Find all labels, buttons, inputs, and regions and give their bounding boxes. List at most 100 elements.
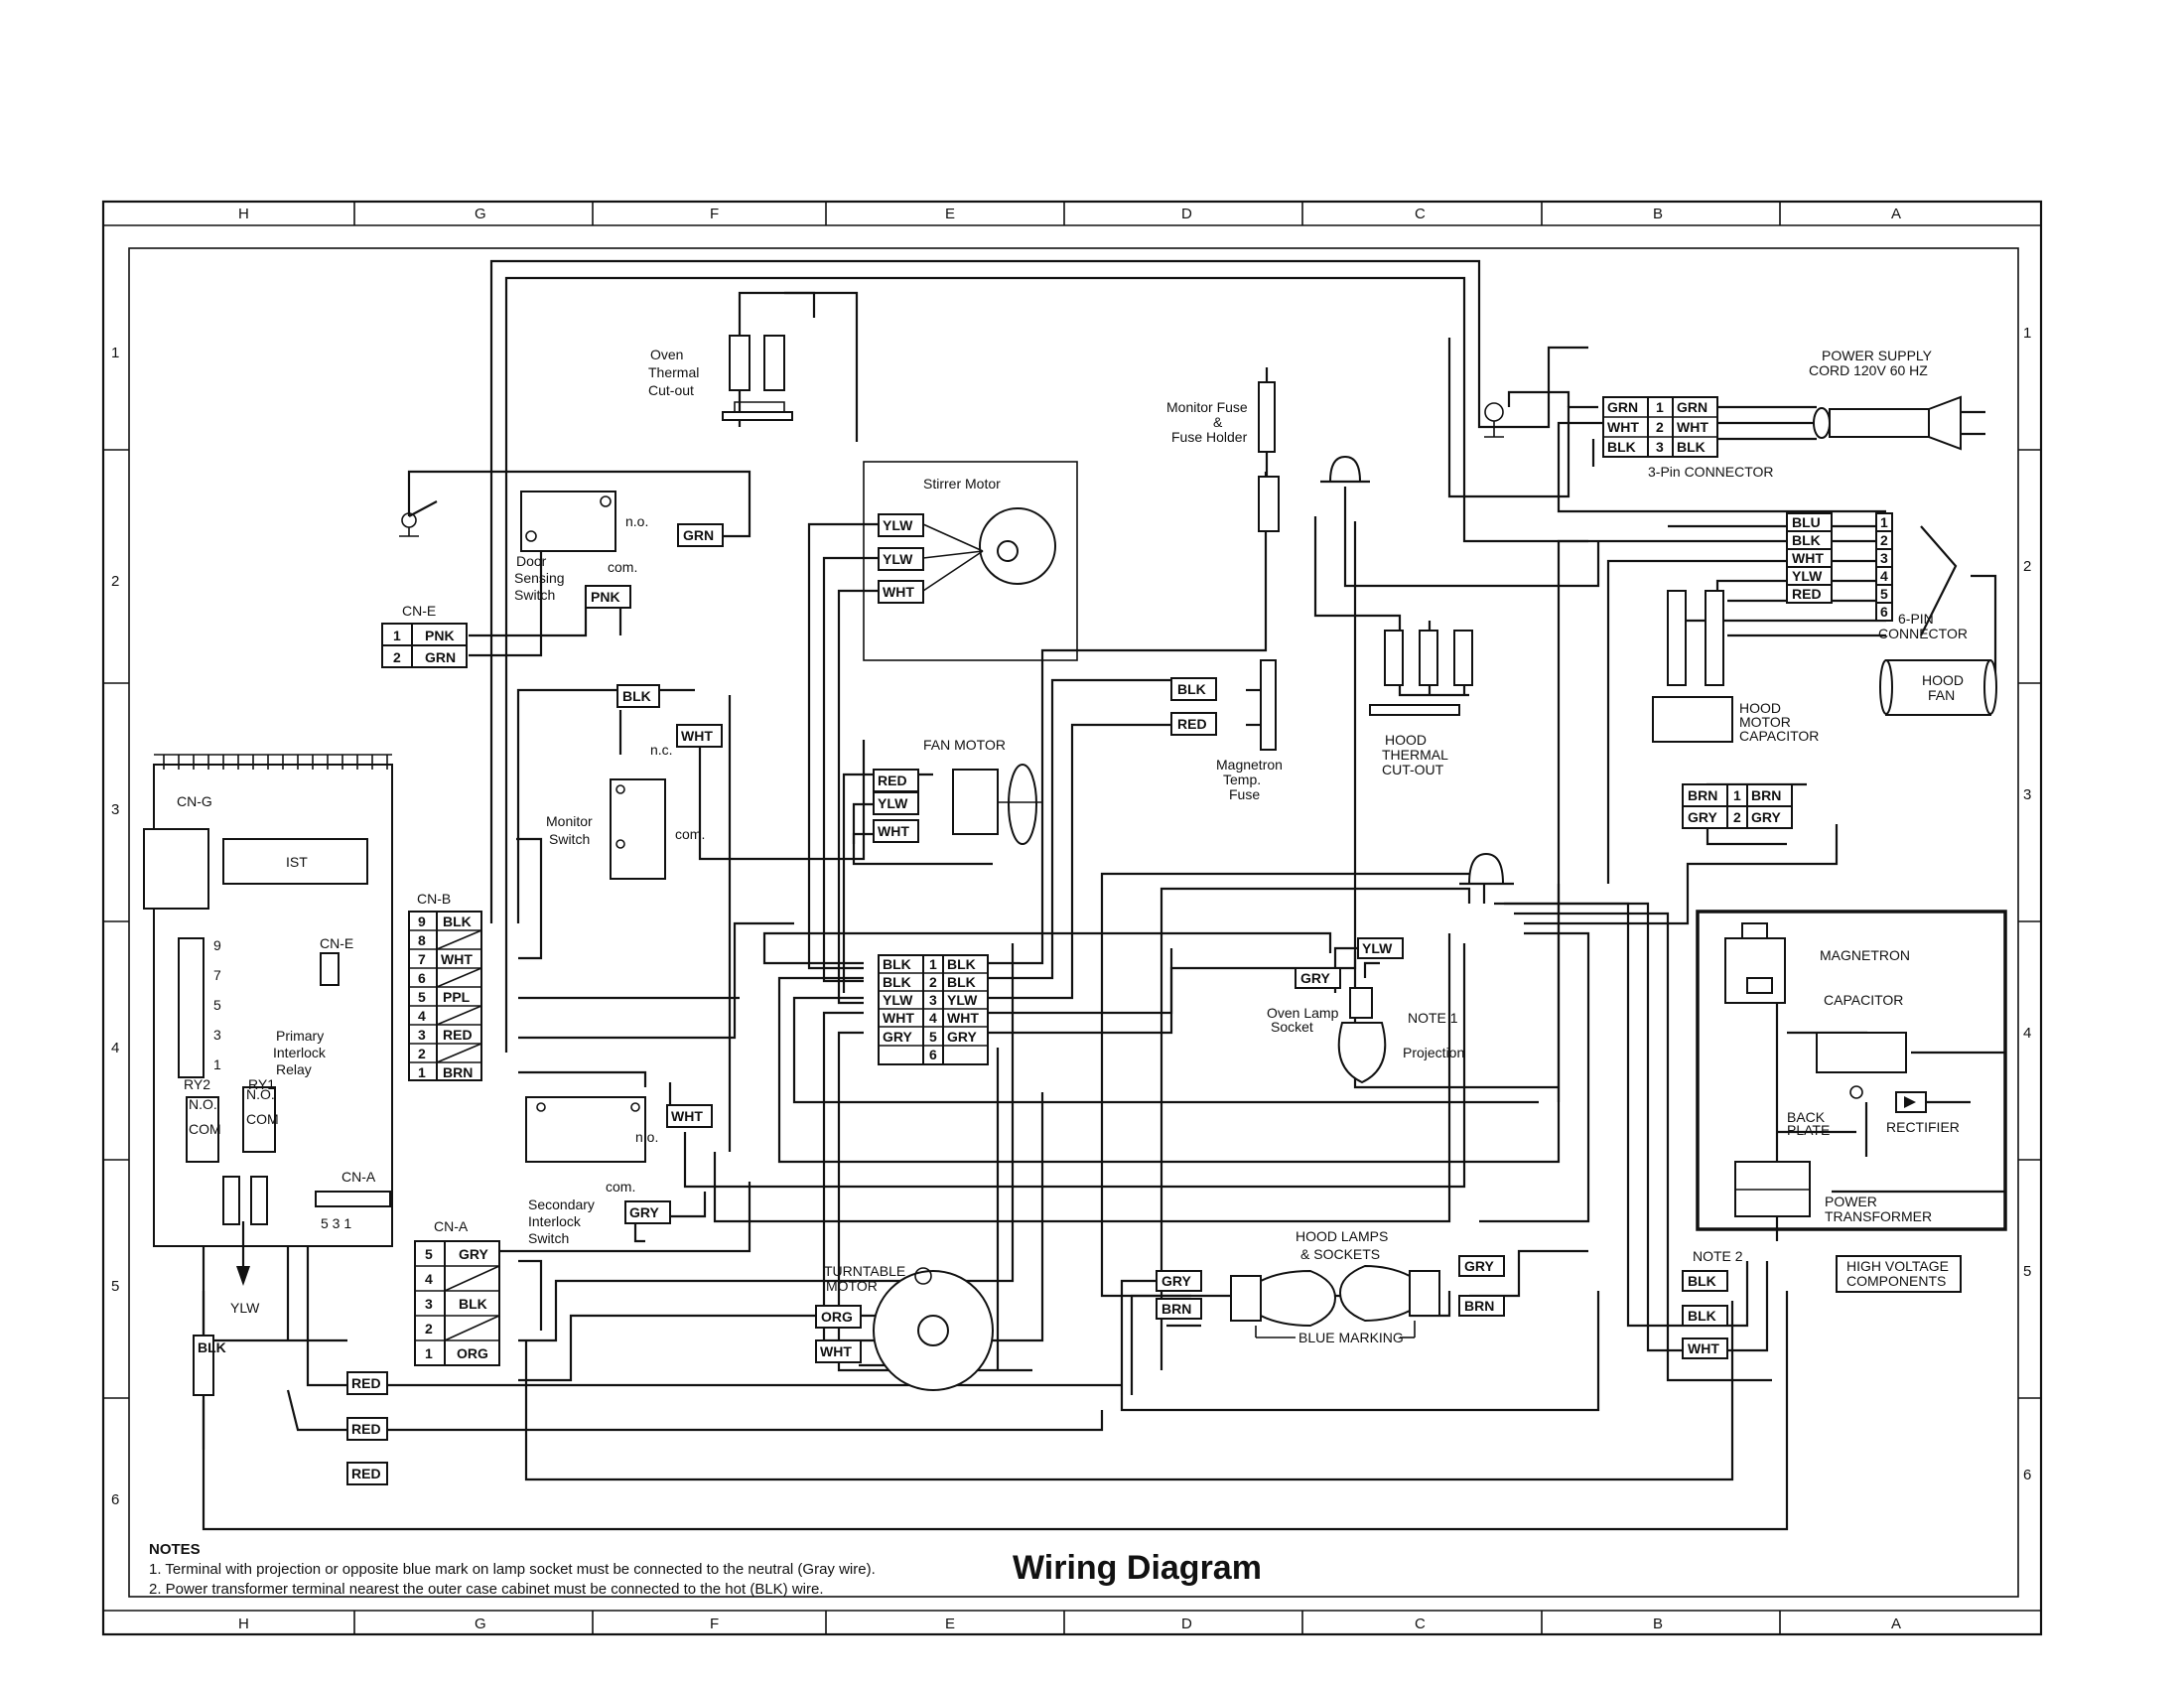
tp-right: WHT — [1677, 419, 1708, 435]
cn-e-wire: PNK — [425, 628, 455, 643]
brn-gry-connector — [1682, 783, 1793, 829]
sp-pin: 3 — [1880, 550, 1888, 566]
fan-motor — [952, 764, 1042, 845]
cc-left: BLK — [883, 974, 911, 990]
oven-thermal-label-3: Cut-out — [648, 382, 694, 398]
door-sensing-label-3: Switch — [514, 587, 555, 603]
wire-tag-brn: BRN — [1464, 1298, 1494, 1314]
wire-tag-wht: WHT — [883, 584, 914, 600]
six-pin-label-2: CONNECTOR — [1878, 626, 1968, 641]
monitor-com-label: com. — [675, 826, 705, 842]
board-pin-3: 3 — [213, 1027, 221, 1043]
zone-col-d: D — [1181, 206, 1192, 222]
hood-lamps-label-2: & SOCKETS — [1300, 1246, 1380, 1262]
power-transformer-label-1: POWER — [1825, 1194, 1877, 1209]
wire-tag-wht: WHT — [878, 823, 909, 839]
wire-tag-wht: WHT — [820, 1343, 852, 1359]
cn-e-board-label: CN-E — [320, 935, 353, 951]
magnetron-fuse-label-1: Magnetron — [1216, 757, 1283, 773]
ylw-arrow-label: YLW — [230, 1300, 260, 1316]
cn-b-wire: RED — [443, 1027, 473, 1043]
wire-tag-blk-vertical: BLK — [198, 1339, 226, 1355]
cn-b-pin: 1 — [418, 1064, 426, 1080]
cn-e-wire: GRN — [425, 649, 456, 665]
zone-row-5: 5 — [111, 1278, 119, 1295]
cc-left: GRY — [883, 1029, 912, 1045]
cc-pin: 3 — [929, 992, 937, 1008]
cn-e-pin: 1 — [393, 628, 401, 643]
zone-col-h-bottom: H — [238, 1616, 249, 1632]
six-pin-label-1: 6-PIN — [1898, 611, 1934, 627]
sp-pin: 6 — [1880, 604, 1888, 620]
cn-a-wire: GRY — [459, 1246, 488, 1262]
zone-col-a-bottom: A — [1891, 1616, 1901, 1632]
wire-tag-wht: WHT — [681, 728, 713, 744]
zone-col-e-bottom: E — [945, 1616, 955, 1632]
oven-thermal-cutout — [722, 335, 793, 421]
cn-b-wire: WHT — [441, 951, 473, 967]
wire-tag-gry: GRY — [629, 1204, 659, 1220]
tp-right: BLK — [1677, 439, 1706, 455]
monitor-fuse-label-3: Fuse Holder — [1171, 429, 1248, 445]
six-pin-labels: BLU 1 BLK 2 WHT 3 YLW 4 RED 5 6 — [1792, 514, 1888, 620]
wire-tag-blk: BLK — [1688, 1273, 1716, 1289]
hood-lamps — [1230, 1264, 1440, 1328]
zone-col-f-bottom: F — [710, 1616, 719, 1632]
ry2-label: RY2 — [184, 1076, 210, 1092]
wire-tag-pnk: PNK — [591, 589, 620, 605]
secondary-label-2: Interlock — [528, 1213, 582, 1229]
high-voltage-block — [1696, 910, 2007, 1231]
cn-b-connector — [408, 911, 482, 1081]
cn-b-labels: 9 BLK 8 7 WHT 6 5 PPL 4 3 RED 2 1 BRN — [418, 914, 473, 1080]
power-supply-label-2: CORD 120V 60 HZ — [1809, 362, 1928, 378]
zone-row-1: 1 — [111, 345, 119, 361]
cn-b-pin: 2 — [418, 1046, 426, 1061]
tp-pin: 2 — [1656, 419, 1664, 435]
hood-thermal-cutout — [1369, 630, 1473, 716]
monitor-switch-label-2: Switch — [549, 831, 590, 847]
sp-wire: YLW — [1792, 568, 1823, 584]
hood-motor-capacitor — [1652, 590, 1733, 743]
ry1-label: RY1 — [248, 1076, 275, 1092]
sp-wire: RED — [1792, 586, 1822, 602]
cn-b-pin: 3 — [418, 1027, 426, 1043]
zone-col-h: H — [238, 206, 249, 222]
secondary-com-label: com. — [606, 1179, 635, 1195]
ry2-com: COM — [189, 1121, 221, 1137]
wire-tag-ylw: YLW — [883, 517, 913, 533]
tp-pin: 3 — [1656, 439, 1664, 455]
zone-col-d-bottom: D — [1181, 1616, 1192, 1632]
cn-g-label: CN-G — [177, 793, 212, 809]
cc-left: YLW — [883, 992, 913, 1008]
power-cord-plug-icon — [1813, 395, 1985, 451]
zone-row-2-right: 2 — [2023, 558, 2031, 575]
hv-label-2: COMPONENTS — [1846, 1273, 1946, 1289]
cn-a-pin: 2 — [425, 1321, 433, 1337]
zone-col-b: B — [1653, 206, 1663, 222]
fan-motor-label: FAN MOTOR — [923, 737, 1006, 753]
hood-fan — [1879, 659, 1997, 716]
power-supply-label-1: POWER SUPPLY — [1822, 348, 1933, 363]
wire-tag-gry: GRY — [1300, 970, 1330, 986]
power-transformer-label-2: TRANSFORMER — [1825, 1208, 1932, 1224]
oven-thermal-label-1: Oven — [650, 347, 683, 362]
sp-pin: 1 — [1880, 514, 1888, 530]
oven-lamp-socket — [1337, 987, 1387, 1084]
stirrer-motor-label: Stirrer Motor — [923, 476, 1001, 492]
bg-pin: 2 — [1733, 809, 1741, 825]
grid-ticks — [103, 202, 2041, 1634]
hood-fan-label-1: HOOD — [1922, 672, 1964, 688]
hood-thermal-label-2: THERMAL — [1382, 747, 1448, 763]
cn-e-pin: 2 — [393, 649, 401, 665]
wire-tag-wht: WHT — [671, 1108, 703, 1124]
hood-lamp-socket-top — [1320, 455, 1514, 886]
primary-relay-label-2: Interlock — [273, 1045, 327, 1060]
cn-a-pin: 3 — [425, 1296, 433, 1312]
zone-col-c: C — [1415, 206, 1426, 222]
cn-a-pin: 1 — [425, 1345, 433, 1361]
cn-b-pin: 4 — [418, 1008, 426, 1024]
back-plate-label-2: PLATE — [1787, 1122, 1830, 1138]
cn-a-labels: 5 GRY 4 3 BLK 2 1 ORG — [425, 1246, 488, 1361]
bg-right: BRN — [1751, 787, 1781, 803]
